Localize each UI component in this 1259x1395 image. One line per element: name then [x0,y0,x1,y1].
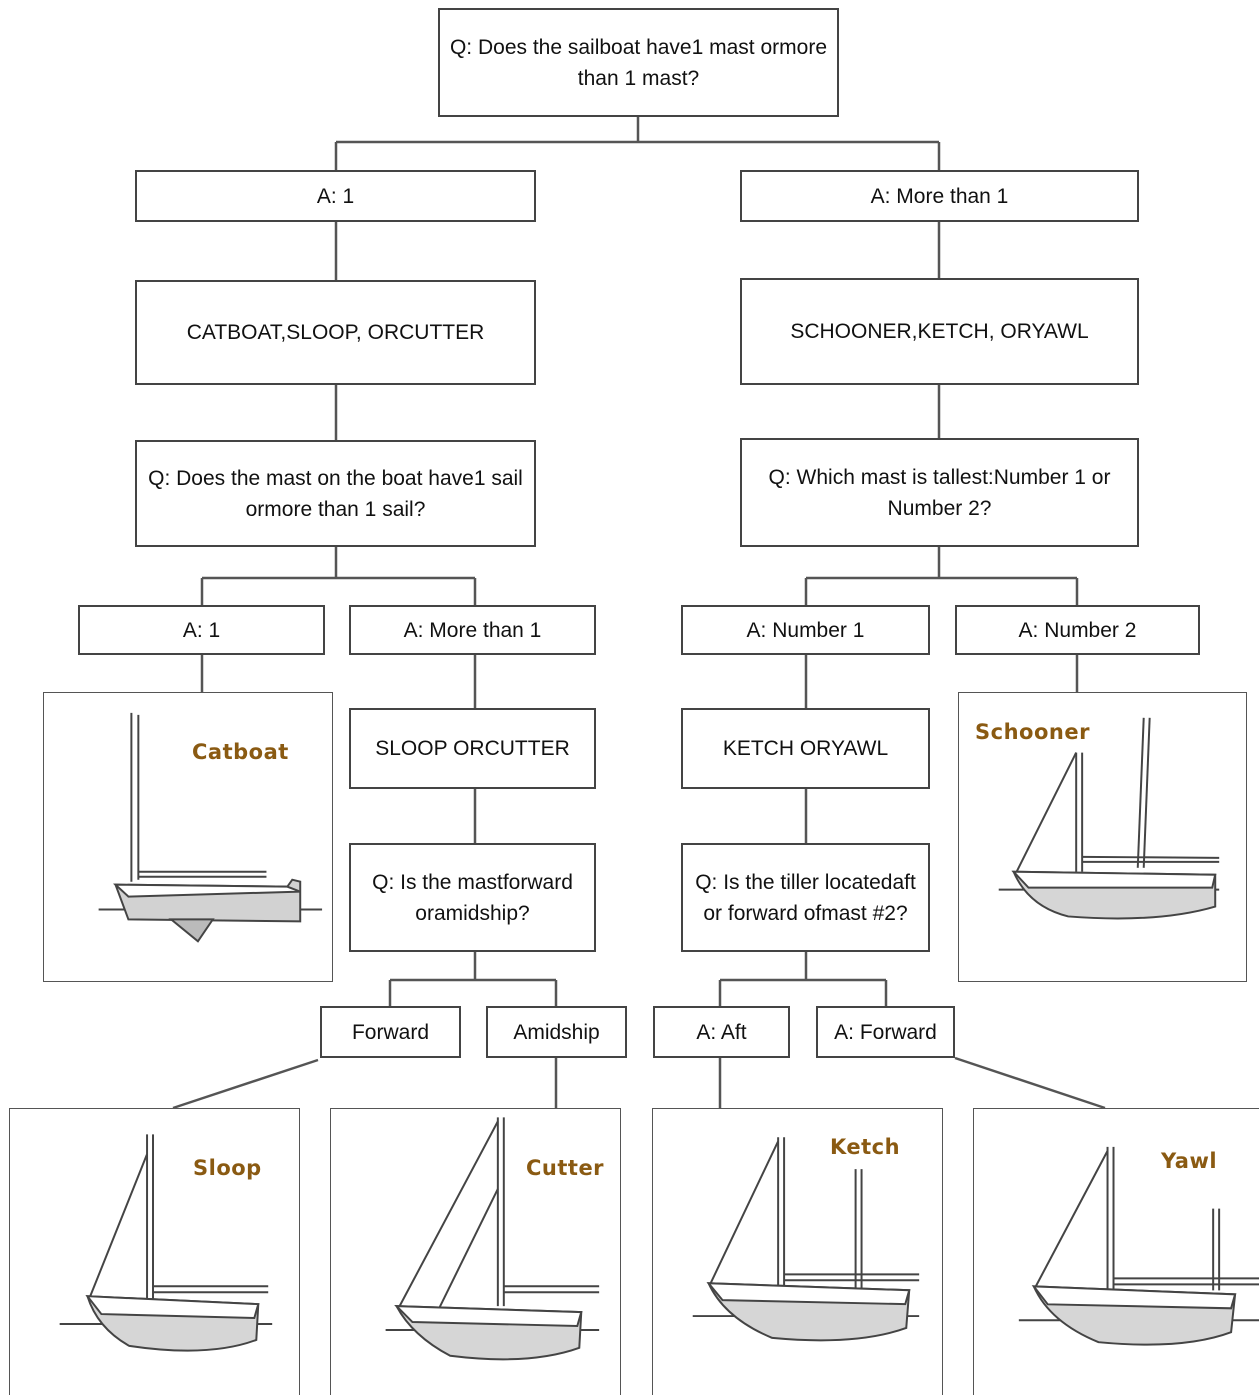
schooner-label: Schooner [975,720,1090,744]
node-line: A: More than 1 [403,618,542,642]
node-line: forward or [415,870,573,925]
ketch-label: Ketch [830,1135,901,1159]
node-line: aft or forward of [703,870,916,925]
node-line: 1 sail or [245,466,523,521]
node-line: KETCH, OR [917,320,1032,343]
answer-forward-box: Forward [320,1006,461,1058]
node-line: mast #2? [821,901,908,925]
ketch-drawing [692,1137,920,1342]
node-line: 1 mast or [691,35,780,59]
node-line: Forward [351,1020,430,1044]
group-sloop-cutter-box: SLOOP ORCUTTER [349,708,596,789]
node-line: Q: Which mast is tallest: [768,465,994,489]
question-tiller-box: Q: Is the tiller locatedaft or forward o… [681,843,930,952]
ketch-illustration: Ketch [652,1108,943,1395]
catboat-illustration: Catboat [43,692,333,982]
node-line: CUTTER [484,737,570,760]
node-line: CATBOAT, [186,321,287,344]
node-line: YAWL [1031,320,1089,343]
node-line: A: Forward [834,1020,937,1044]
node-line: Q: Does the sailboat have [449,35,692,59]
sloop-drawing [59,1134,273,1352]
sloop-illustration: Sloop [9,1108,300,1395]
answer-one-mast-box: A: 1 [135,170,536,222]
node-line: CUTTER [399,321,485,344]
group-ketch-yawl-box: KETCH ORYAWL [681,708,930,789]
node-line: amidship? [433,901,530,925]
node-line: SCHOONER, [790,320,918,343]
sloop-label: Sloop [193,1156,262,1180]
schooner-drawing [998,717,1220,920]
yawl-drawing [1018,1146,1259,1346]
answer-amidship-box: Amidship [486,1006,627,1058]
node-line: KETCH OR [722,737,831,760]
node-line: Q: Does the mast on the boat have [148,466,474,490]
answer-aft-box: A: Aft [653,1006,790,1058]
node-line: more than 1 mast? [577,35,828,90]
node-line: A: 1 [316,184,355,208]
group-schooner-ketch-yawl-box: SCHOONER,KETCH, ORYAWL [740,278,1139,385]
answer-number-2-box: A: Number 2 [955,605,1200,655]
question-mast-position-box: Q: Is the mastforward oramidship? [349,843,596,952]
question-sails-box: Q: Does the mast on the boat have1 sail … [135,440,536,547]
node-line: A: Number 1 [746,618,865,642]
group-catboat-sloop-cutter-box: CATBOAT,SLOOP, ORCUTTER [135,280,536,385]
catboat-label: Catboat [192,740,289,764]
node-line: SLOOP, OR [286,321,400,344]
catboat-drawing [98,712,323,943]
node-line: Q: Is the tiller located [695,870,893,894]
answer-forward-tiller-box: A: Forward [816,1006,955,1058]
node-line: A: More than 1 [870,184,1009,208]
cutter-drawing [385,1117,600,1361]
node-line: A: Number 2 [1018,618,1137,642]
schooner-illustration: Schooner [958,692,1247,982]
node-line: YAWL [830,737,889,760]
answer-more-than-one-sail-box: A: More than 1 [349,605,596,655]
answer-number-1-box: A: Number 1 [681,605,930,655]
question-tallest-mast-box: Q: Which mast is tallest:Number 1 or Num… [740,438,1139,547]
cutter-illustration: Cutter [330,1108,621,1395]
node-line: A: Aft [696,1020,747,1044]
node-line: SLOOP OR [375,737,485,760]
node-line: A: 1 [182,618,221,642]
answer-more-than-one-mast-box: A: More than 1 [740,170,1139,222]
answer-one-sail-box: A: 1 [78,605,325,655]
yawl-illustration: Yawl [973,1108,1259,1395]
node-line: Number 1 or Number 2? [887,465,1111,520]
node-line: Amidship [513,1020,600,1044]
yawl-label: Yawl [1161,1149,1218,1173]
node-line: Q: Is the mast [372,870,503,894]
cutter-label: Cutter [526,1156,605,1180]
node-line: more than 1 sail? [264,497,426,521]
root-question-box: Q: Does the sailboat have1 mast ormore t… [438,8,839,117]
